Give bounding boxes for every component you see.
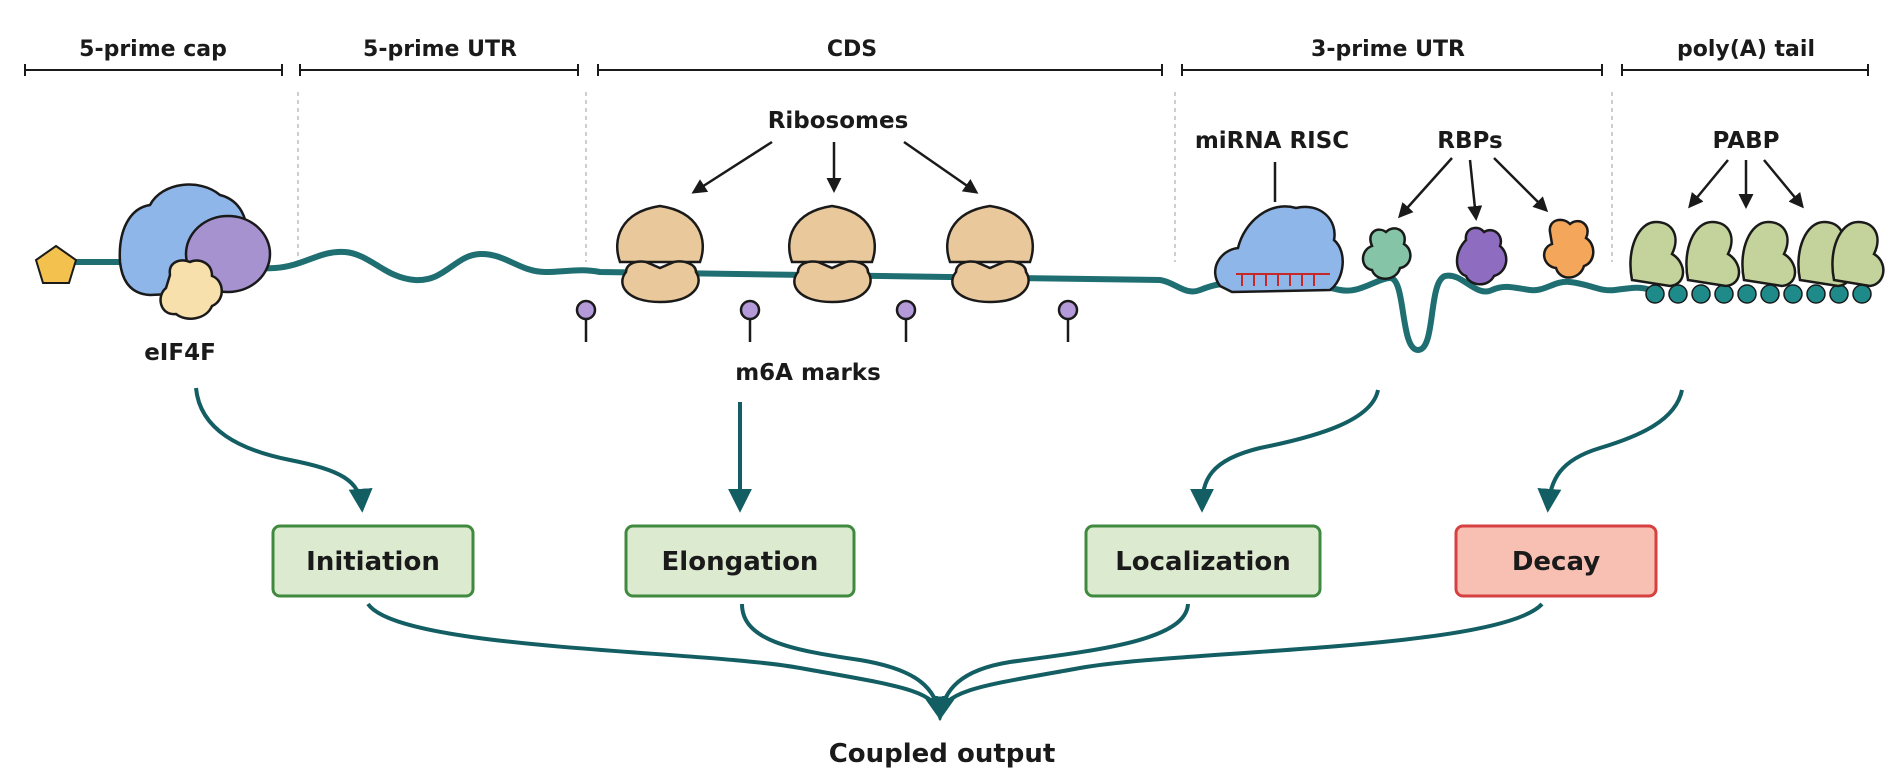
pabp-icon xyxy=(1685,220,1741,288)
region-label-polya-tail: poly(A) tail xyxy=(1677,37,1815,62)
process-initiation-label: Initiation xyxy=(306,547,440,577)
process-localization: Localization xyxy=(1084,524,1322,598)
m6a-mark-icon xyxy=(575,299,597,342)
ribosomes-label: Ribosomes xyxy=(768,108,909,134)
m6a-mark-icon xyxy=(895,299,917,342)
process-elongation: Elongation xyxy=(624,524,856,598)
process-elongation-label: Elongation xyxy=(662,547,819,577)
process-boxes: Initiation Elongation Localization Decay xyxy=(271,524,1658,598)
rbps-label: RBPs xyxy=(1437,128,1502,154)
rbp-green-icon xyxy=(1361,227,1412,280)
process-arrows xyxy=(194,387,1684,513)
region-label-cds: CDS xyxy=(827,37,877,62)
converging-arrows xyxy=(366,602,1544,721)
cap-pentagon-icon xyxy=(34,244,78,284)
pabp-label: PABP xyxy=(1713,128,1780,154)
pabp-icon xyxy=(1741,220,1797,288)
region-label-3prime-utr: 3-prime UTR xyxy=(1311,37,1465,62)
rbp-purple-icon xyxy=(1455,226,1508,286)
annotation-labels: eIF4F Ribosomes m6A marks miRNA RISC RBP… xyxy=(144,108,1779,386)
m6a-mark-icon xyxy=(739,299,761,342)
pabp-icon xyxy=(1629,220,1685,288)
m6a-marks-label: m6A marks xyxy=(735,360,881,386)
region-label-5prime-cap: 5-prime cap xyxy=(79,37,227,62)
region-label-5prime-utr: 5-prime UTR xyxy=(363,37,517,62)
region-labels: 5-prime cap 5-prime UTR CDS 3-prime UTR … xyxy=(79,37,1815,62)
ribosome-icon xyxy=(787,204,877,304)
polya-beads xyxy=(1645,284,1872,304)
pointer-arrows xyxy=(691,140,1804,221)
eif4f-label: eIF4F xyxy=(144,340,216,366)
pabp-group xyxy=(1629,220,1885,288)
process-decay-label: Decay xyxy=(1512,547,1600,577)
coupled-output-label: Coupled output xyxy=(829,739,1056,769)
rbps-group xyxy=(1361,218,1595,286)
bracket-polya-tail xyxy=(1621,64,1869,76)
bracket-cds xyxy=(597,64,1163,76)
process-decay: Decay xyxy=(1454,524,1658,598)
bracket-5prime-utr xyxy=(299,64,579,76)
bracket-3prime-utr xyxy=(1181,64,1603,76)
m6a-mark-icon xyxy=(1057,299,1079,342)
m6a-marks xyxy=(575,299,1079,342)
mirna-risc-label: miRNA RISC xyxy=(1195,128,1349,154)
ribosomes-group xyxy=(615,204,1035,304)
bracket-5prime-cap xyxy=(24,64,283,76)
pabp-icon xyxy=(1831,220,1885,288)
ribosome-icon xyxy=(615,204,705,304)
ribosome-icon xyxy=(945,204,1035,304)
rbp-orange-icon xyxy=(1543,218,1595,279)
region-brackets xyxy=(24,64,1869,76)
mirna-risc-icon xyxy=(1213,162,1344,294)
process-localization-label: Localization xyxy=(1115,547,1291,577)
eif4f-complex-icon xyxy=(118,183,272,320)
process-initiation: Initiation xyxy=(271,524,475,598)
